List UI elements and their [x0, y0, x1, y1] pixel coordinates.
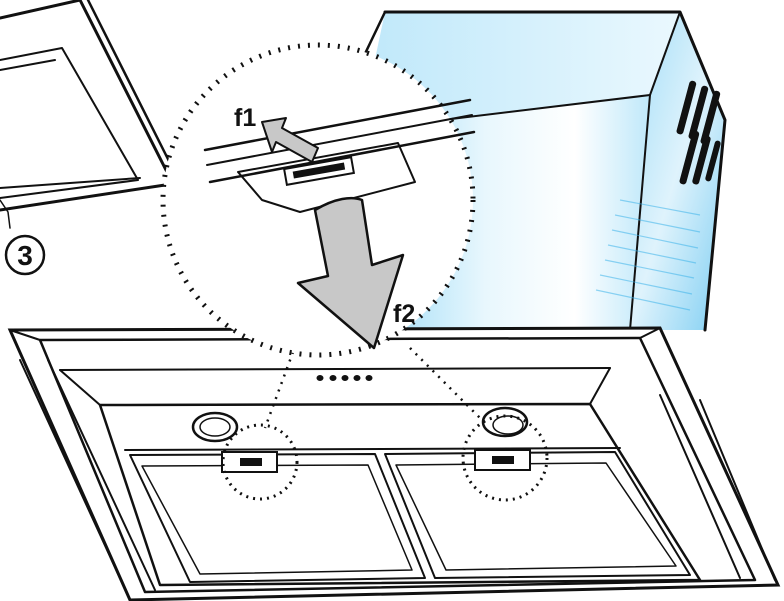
- removed-filter-panel: [0, 0, 178, 229]
- zoom-leader-lines: [263, 347, 481, 429]
- arrow-down-icon: [296, 196, 405, 350]
- filter-latch-left: [221, 451, 278, 473]
- hood-body: [7, 326, 781, 601]
- arrow-down-right-icon: [261, 117, 319, 163]
- step-f2-label: f2: [393, 300, 415, 328]
- callout-3-label: 3: [17, 240, 33, 271]
- zoom-detail-circle: [160, 42, 476, 358]
- callout-3: 3: [4, 234, 46, 276]
- filter-latch-right: [474, 449, 531, 471]
- vent-grille: [676, 80, 721, 185]
- step-f1-label: f1: [234, 104, 256, 132]
- control-dots: [316, 375, 373, 381]
